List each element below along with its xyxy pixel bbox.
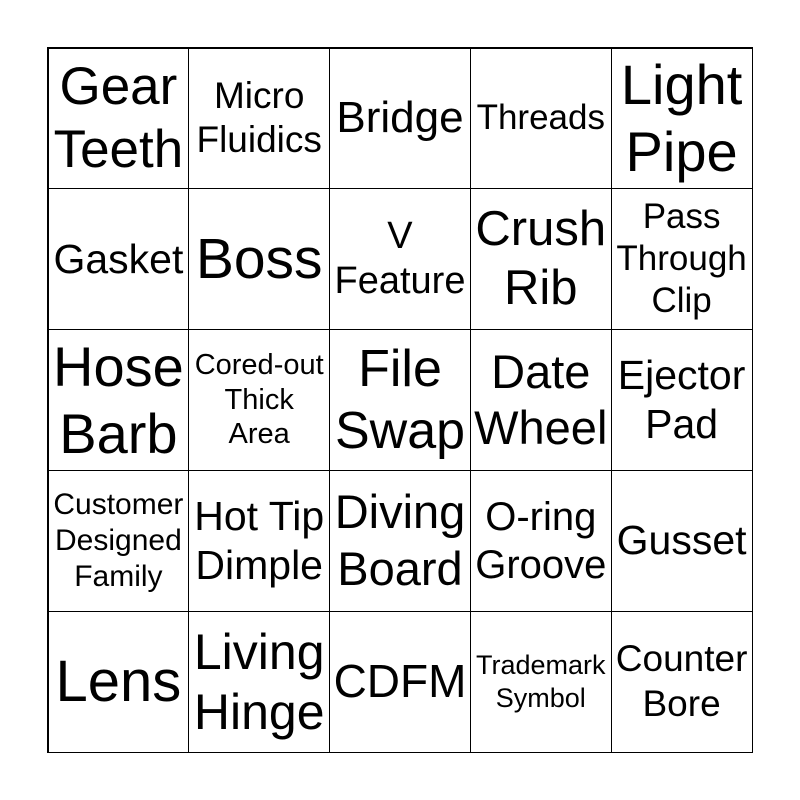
bingo-cell[interactable]: Lens bbox=[47, 610, 190, 753]
bingo-cell[interactable]: CDFM bbox=[329, 610, 471, 753]
bingo-cell[interactable]: Light Pipe bbox=[610, 47, 753, 190]
bingo-cell[interactable]: Hot Tip Dimple bbox=[188, 469, 331, 612]
bingo-cell[interactable]: V Feature bbox=[329, 188, 471, 331]
bingo-cell[interactable]: Trademark Symbol bbox=[469, 610, 612, 753]
bingo-cell[interactable]: Living Hinge bbox=[188, 610, 331, 753]
bingo-cell[interactable]: Threads bbox=[469, 47, 612, 190]
bingo-cell[interactable]: Counter Bore bbox=[610, 610, 753, 753]
bingo-cell[interactable]: Diving Board bbox=[329, 469, 471, 612]
bingo-cell[interactable]: Cored-out Thick Area bbox=[188, 329, 331, 471]
bingo-cell[interactable]: Micro Fluidics bbox=[188, 47, 331, 190]
bingo-cell[interactable]: Crush Rib bbox=[469, 188, 612, 331]
bingo-cell[interactable]: Date Wheel bbox=[469, 329, 612, 471]
bingo-cell[interactable]: Pass Through Clip bbox=[610, 188, 753, 331]
bingo-cell[interactable]: Customer Designed Family bbox=[47, 469, 190, 612]
bingo-cell[interactable]: O-ring Groove bbox=[469, 469, 612, 612]
bingo-cell[interactable]: Boss bbox=[188, 188, 331, 331]
bingo-cell[interactable]: Hose Barb bbox=[47, 329, 190, 471]
bingo-cell[interactable]: Gear Teeth bbox=[47, 47, 190, 190]
bingo-cell[interactable]: Gusset bbox=[610, 469, 753, 612]
bingo-cell[interactable]: Bridge bbox=[329, 47, 471, 190]
bingo-cell[interactable]: Ejector Pad bbox=[610, 329, 753, 471]
bingo-cell[interactable]: File Swap bbox=[329, 329, 471, 471]
bingo-cell[interactable]: Gasket bbox=[47, 188, 190, 331]
